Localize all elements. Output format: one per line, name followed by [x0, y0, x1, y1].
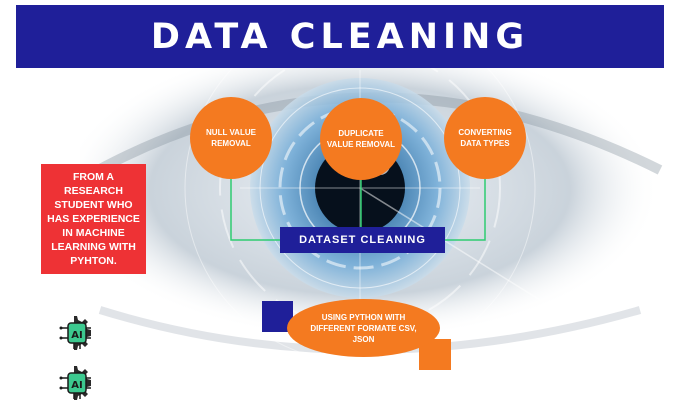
author-note: FROM A RESEARCH STUDENT WHO HAS EXPERIEN…	[41, 164, 146, 274]
dataset-cleaning-box: DATASET CLEANING	[280, 227, 445, 253]
python-formats-oval: USING PYTHON WITH DIFFERENT FORMATE CSV,…	[287, 299, 440, 357]
step-converting-data-types: CONVERTING DATA TYPES	[444, 97, 526, 179]
step-null-value-removal: NULL VALUE REMOVAL	[190, 97, 272, 179]
ai-chip-gear-icon: AI	[59, 366, 91, 400]
svg-text:AI: AI	[71, 380, 82, 391]
ai-chip-gear-icon: AI	[59, 316, 91, 350]
title-banner: DATA CLEANING	[16, 5, 664, 68]
svg-text:AI: AI	[71, 330, 82, 341]
page-title: DATA CLEANING	[150, 16, 530, 57]
step-duplicate-value-removal: DUPLICATE VALUE REMOVAL	[320, 98, 402, 180]
